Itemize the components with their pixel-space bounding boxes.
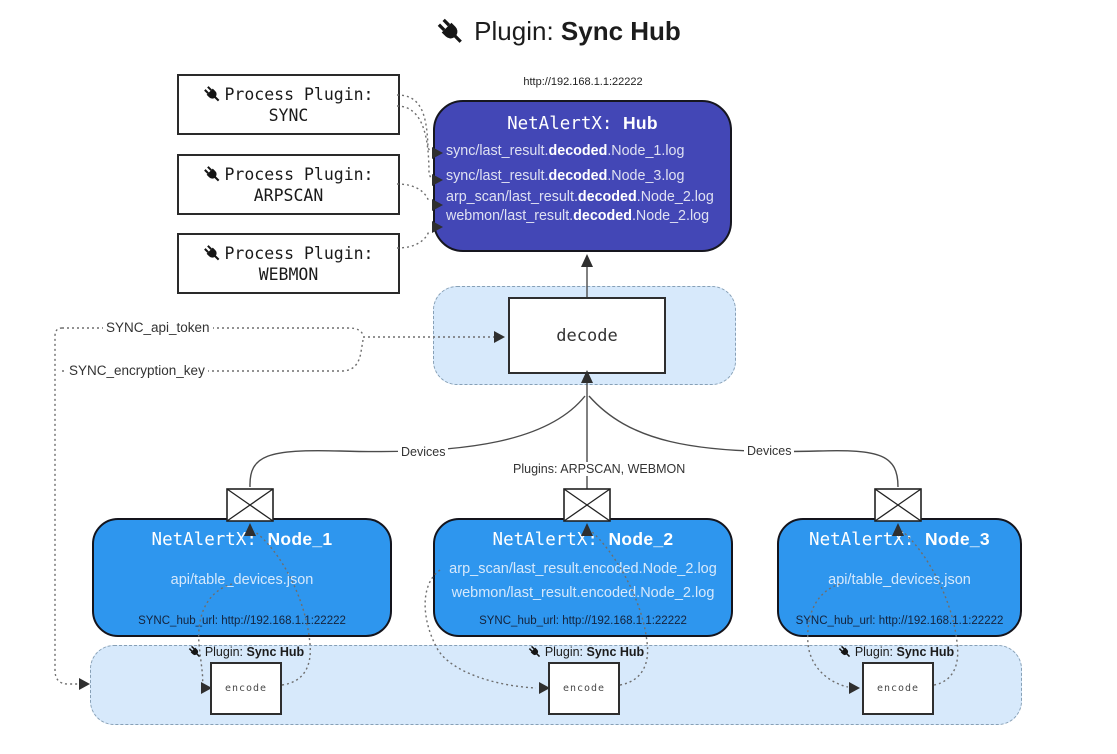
node-file: webmon/last_result.encoded.Node_2.log bbox=[451, 585, 715, 601]
sync-encryption-key-label: SYNC_encryption_key bbox=[66, 363, 208, 378]
node-file: api/table_devices.json bbox=[170, 572, 314, 588]
hub-file: webmon/last_result.decoded.Node_2.log bbox=[446, 208, 710, 224]
node-hub-url: SYNC_hub_url: http://192.168.1.1:22222 bbox=[138, 615, 346, 627]
node-file: api/table_devices.json bbox=[828, 572, 971, 588]
devices-left-label: Devices bbox=[398, 445, 449, 459]
node-hub-url: SYNC_hub_url: http://192.168.1.1:22222 bbox=[795, 615, 1004, 627]
process-plugin-name: SYNC bbox=[268, 105, 309, 125]
hub-file: sync/last_result.decoded.Node_3.log bbox=[446, 168, 685, 184]
plug-icon bbox=[838, 645, 850, 658]
process-plugin-name: WEBMON bbox=[258, 264, 319, 284]
encoder-plugin-label: Plugin: Sync Hub bbox=[160, 645, 332, 659]
envelope-icon bbox=[563, 488, 611, 522]
envelope-icon bbox=[226, 488, 274, 522]
node-title: NetAlertX: Node_1 bbox=[151, 529, 333, 550]
page-title-text: Plugin: Sync Hub bbox=[474, 16, 681, 46]
sync-api-token-label: SYNC_api_token bbox=[103, 320, 213, 335]
process-plugin-name: ARPSCAN bbox=[253, 185, 324, 205]
process-plugin-arpscan: Process Plugin: ARPSCAN bbox=[177, 154, 400, 215]
encoder-plugin-label: Plugin: Sync Hub bbox=[500, 645, 672, 659]
hub-url-label: http://192.168.1.1:22222 bbox=[523, 76, 643, 88]
envelope-icons bbox=[226, 488, 922, 522]
page-title: Plugin: Sync Hub bbox=[0, 16, 1117, 47]
plug-icon bbox=[188, 645, 200, 658]
process-plugin-sync: Process Plugin: SYNC bbox=[177, 74, 400, 135]
decode-box: decode bbox=[508, 297, 666, 374]
plug-icon bbox=[204, 244, 220, 260]
envelope-icon bbox=[874, 488, 922, 522]
plugin-to-hub-connectors bbox=[396, 94, 432, 249]
node-1-box: NetAlertX: Node_1 api/table_devices.json… bbox=[92, 518, 392, 637]
plugins-center-label: Plugins: ARPSCAN, WEBMON bbox=[510, 462, 689, 476]
node-title: NetAlertX: Node_3 bbox=[809, 529, 990, 550]
encode-box: encode bbox=[862, 662, 934, 715]
encode-box: encode bbox=[548, 662, 620, 715]
hub-file: arp_scan/last_result.decoded.Node_2.log bbox=[446, 189, 714, 205]
node-3-box: NetAlertX: Node_3 api/table_devices.json… bbox=[777, 518, 1022, 637]
devices-right-label: Devices bbox=[744, 444, 795, 458]
hub-title: NetAlertX: Hub bbox=[507, 113, 658, 134]
node-2-box: NetAlertX: Node_2 arp_scan/last_result.e… bbox=[433, 518, 733, 637]
process-plugin-label: Process Plugin: bbox=[224, 164, 374, 184]
plug-icon bbox=[437, 18, 463, 43]
plug-icon bbox=[528, 645, 540, 658]
hub-file: sync/last_result.decoded.Node_1.log bbox=[446, 143, 685, 159]
encode-box: encode bbox=[210, 662, 282, 715]
node-title: NetAlertX: Node_2 bbox=[492, 529, 674, 550]
hub-box: NetAlertX: Hub sync/last_result.decoded.… bbox=[433, 100, 732, 252]
node-hub-url: SYNC_hub_url: http://192.168.1.1:22222 bbox=[479, 615, 687, 627]
plug-icon bbox=[204, 165, 220, 181]
process-plugin-label: Process Plugin: bbox=[224, 84, 374, 104]
process-plugin-label: Process Plugin: bbox=[224, 243, 374, 263]
plug-icon bbox=[204, 85, 220, 101]
encoder-plugin-label: Plugin: Sync Hub bbox=[810, 645, 982, 659]
process-plugin-webmon: Process Plugin: WEBMON bbox=[177, 233, 400, 294]
node-file: arp_scan/last_result.encoded.Node_2.log bbox=[449, 561, 717, 577]
